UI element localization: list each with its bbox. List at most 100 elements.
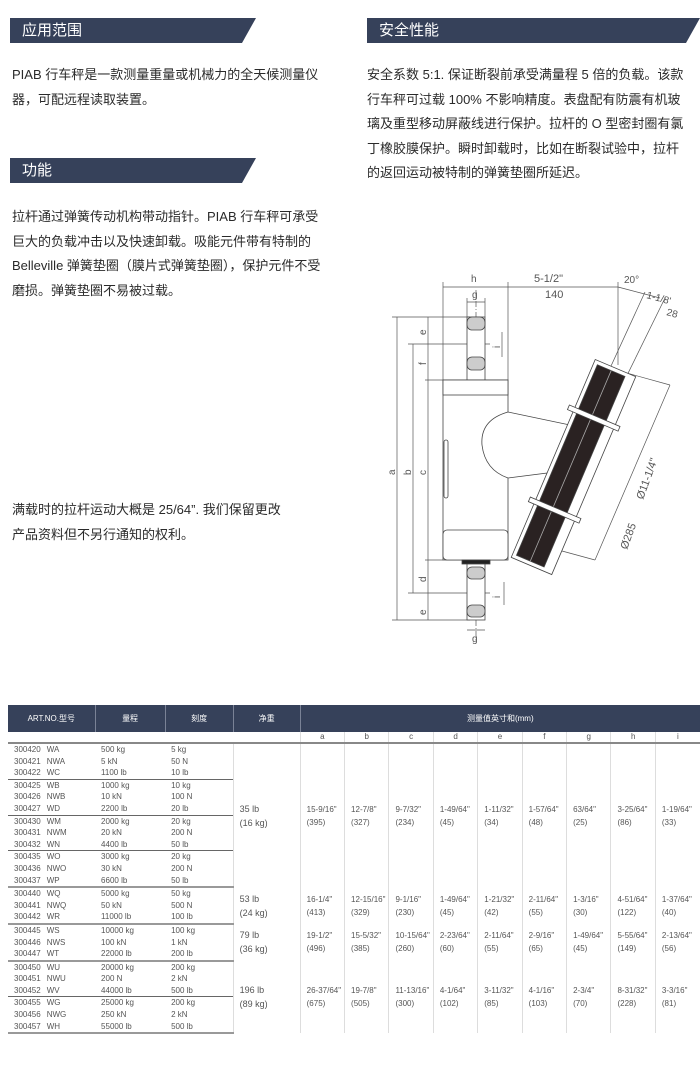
dimension-value: 1-11/32" [484,804,514,814]
net-weight-line: 196 lb [239,984,265,995]
dimension-value: (40) [661,907,677,917]
model-code: NWG [46,1010,67,1020]
article-number: 300456 [14,1010,41,1020]
text-line: 满载时的拉杆运动大概是 25/64”. 我们保留更改 [12,502,281,517]
division-cell: 5 kg [171,745,187,754]
section-header-application: 应用范围 [10,18,256,43]
dimension-value: (86) [617,817,632,827]
dimension-value: 2-23/64" [439,931,470,941]
text-line: PIAB 行车秤是一款测量重量或机械力的全天候测量仪 [12,67,319,82]
dimension-value: 63/64" [573,804,596,814]
art-no-cell: 300430 WM [8,815,95,827]
range-cell: 44000 lb [95,984,166,998]
text-line: 产品资料但不另行通知的权利。 [12,526,195,542]
dimension-value: (42) [484,907,499,917]
text-line: 拉杆通过弹簧传动机构带动指针。PIAB 行车秤可承受 [12,209,319,224]
division-cell: 50 kg [171,889,191,899]
dimension-g-cell: 1-49/64"(45) [566,923,611,961]
dimension-c-cell: 11-13/16" (300) [388,960,434,1034]
dimension-e-cell: 1-21/32" (42) [477,887,523,924]
dimension-value: (300) [395,998,415,1008]
division-cell: 100 lb [165,911,234,925]
range-cell: 10000 kg [101,925,134,935]
dimension-e-cell: 2-11/64"(55) [477,923,523,961]
range-cell: 25000 kg [101,998,134,1008]
range-cell: 30 kN [101,863,122,873]
net-weight-cell: 79 lb(36 kg) [232,923,301,961]
dimension-value: 1-49/64" [573,931,604,941]
dimension-value: 2-13/64" [661,931,692,941]
division-cell: 200 N [171,863,193,873]
net-weight-line: 35 lb [239,803,260,814]
dimension-value: (327) [351,817,370,827]
model-code: WN [46,839,61,849]
dimension-f-cell: 1-57/64"(48) [521,743,567,888]
art-no-cell: 300456 NWG [8,1009,95,1021]
model-code: WS [46,925,60,935]
model-code: WM [46,816,61,826]
model-code: WQ [46,889,61,899]
range-cell: 1000 kg [101,780,130,790]
text-line: 璃及重型移动屏蔽线进行保护。拉杆的 O 型密封圈有氯 [367,116,684,131]
division-cell: 50 N [171,756,188,766]
label-depth-mm: 28 [665,307,679,321]
division-cell: 500 lb [165,1020,234,1035]
net-weight-line: (36 kg) [239,944,268,955]
division-cell: 20 kg [171,816,191,826]
dimension-letter-g: g [566,732,611,744]
dimension-d-cell: 1-49/64"(45) [432,887,478,924]
label-offset-in: 5-1/2" [534,273,563,285]
dimension-value: 1-21/32" [484,894,515,904]
dimension-value: 15-5/32" [351,931,382,941]
dimension-letter-a: a [299,732,345,744]
article-number: 300450 [14,962,41,972]
dimension-e-cell: 1-11/32" (34) [477,743,523,888]
label-dial-in: Ø11-1/4" [635,457,661,501]
dimension-value: (81) [661,998,677,1008]
label-h: h [471,274,477,285]
model-code: NWM [46,828,67,838]
model-code: NWU [46,974,66,984]
article-number: 300440 [14,889,41,899]
dimension-letter-h: h [610,732,656,744]
article-number: 300430 [14,816,41,826]
range-cell: 6600 lb [95,874,166,889]
division-cell: 20 kg [171,852,191,862]
article-number: 300447 [14,949,41,959]
text-line: 器，可配远程读取装置。 [12,91,156,107]
dimension-f-cell: 4-1/16"(103) [521,960,567,1034]
range-cell: 4400 lb [95,838,166,852]
label-g-bottom: g [472,634,478,645]
dimension-d-cell: 1-49/64"(45) [432,743,478,888]
dimension-value: (385) [351,944,370,954]
dimension-h-cell: 3-25/64"(86) [610,743,656,888]
dimension-value: (34) [484,817,499,827]
dial-icon [510,358,637,576]
division-cell: 200 kg [171,962,196,972]
division-cell: 200 lb [165,948,234,962]
division-cell: 200 N [171,828,193,838]
dimension-value: (45) [439,907,455,917]
dimension-value: 15-9/16" [306,804,337,814]
dimension-i-cell: 1-37/64"(40) [654,887,700,924]
dimension-value: (230) [395,907,415,917]
dimension-g-cell: 1-3/16"(30) [566,887,611,924]
dimension-value: 11-13/16" [395,985,430,995]
article-number: 300445 [14,925,41,935]
dimension-i-cell: 3-3/16" (81) [654,960,700,1034]
model-code: WT [46,949,60,959]
net-weight-cell: 53 lb(24 kg) [232,887,301,924]
section-header-function: 功能 [10,158,256,183]
label-c: c [418,470,429,475]
dimension-value: 2-9/16" [528,931,555,941]
dimension-i-cell: 1-19/64"(33) [654,743,700,888]
dimension-value: 3-3/16" [661,985,688,995]
